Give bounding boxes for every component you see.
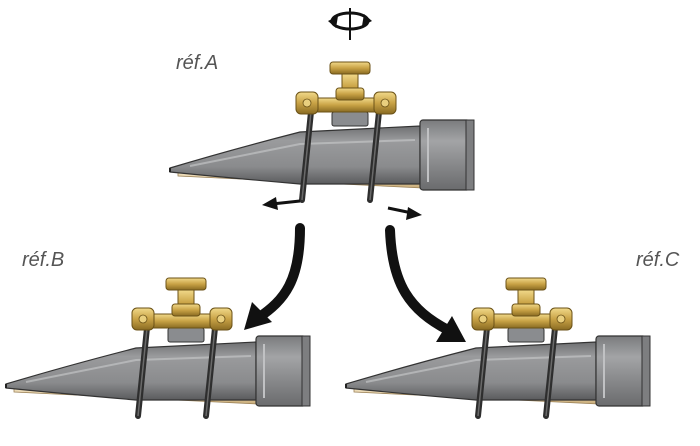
curved-arrow-to-c-icon (385, 225, 466, 342)
rotation-icon (328, 8, 372, 40)
mouthpiece-ref-a (170, 62, 474, 200)
mouthpiece-ref-b (6, 278, 310, 416)
ref-b-label: réf.B (22, 249, 65, 271)
right-motion-arrow-icon (387, 206, 422, 220)
curved-arrow-to-b-icon (244, 223, 305, 330)
mouthpiece-ref-c (346, 278, 650, 416)
ref-a-label: réf.A (176, 52, 219, 74)
left-motion-arrow-icon (262, 197, 301, 210)
ref-c-label: réf.C (636, 249, 680, 271)
